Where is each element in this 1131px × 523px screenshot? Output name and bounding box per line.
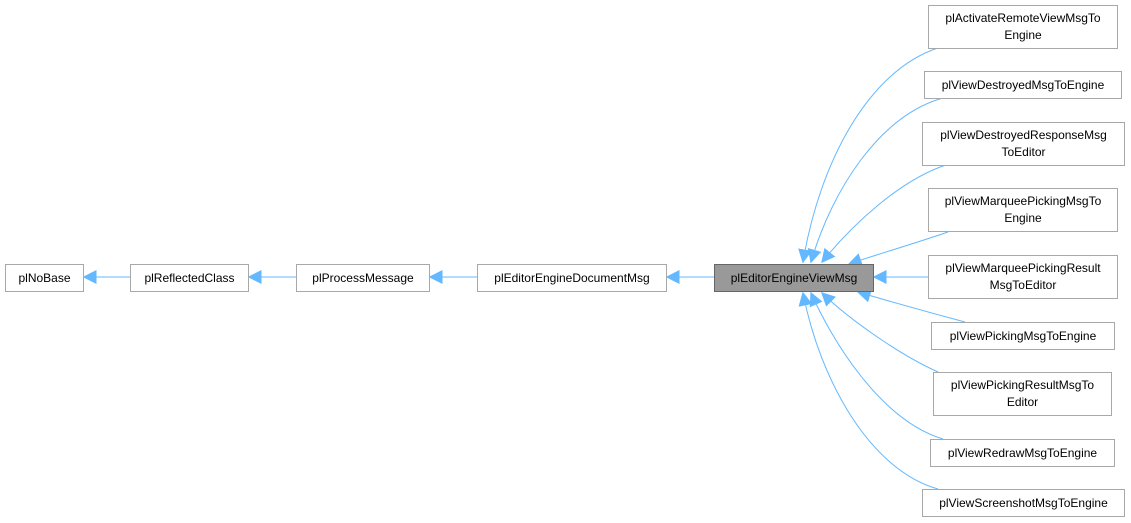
class-node-child-9[interactable]: plViewScreenshotMsgToEngine: [922, 489, 1125, 517]
class-label: plViewRedrawMsgToEngine: [947, 445, 1098, 460]
class-label-line2: MsgToEditor: [989, 278, 1057, 292]
class-label: plEditorEngineViewMsg: [730, 270, 858, 285]
class-label: plViewDestroyedMsgToEngine: [941, 77, 1105, 92]
class-node-plnobase[interactable]: plNoBase: [5, 264, 84, 292]
class-label: plViewScreenshotMsgToEngine: [939, 495, 1108, 510]
class-node-plprocessmessage[interactable]: plProcessMessage: [296, 264, 430, 292]
class-label: plViewPickingResultMsgTo: [950, 378, 1095, 392]
class-label-line2: ToEditor: [1001, 145, 1046, 159]
class-label: plProcessMessage: [312, 270, 414, 285]
class-label: plViewMarqueePickingMsgTo: [944, 194, 1102, 208]
class-node-plreflectedclass[interactable]: plReflectedClass: [130, 264, 249, 292]
class-label-line2: Editor: [1006, 395, 1039, 409]
edge-child-8: [809, 291, 944, 440]
class-label: plViewPickingMsgToEngine: [949, 328, 1097, 343]
class-label: plViewMarqueePickingResult: [945, 261, 1101, 275]
class-label: plActivateRemoteViewMsgTo: [945, 11, 1101, 25]
edge-child-3: [821, 164, 947, 264]
edge-child-1: [798, 47, 939, 264]
class-label-line2: Engine: [1004, 28, 1042, 42]
edge-child-6: [856, 288, 966, 323]
class-node-child-8[interactable]: plViewRedrawMsgToEngine: [930, 439, 1115, 467]
class-node-child-2[interactable]: plViewDestroyedMsgToEngine: [924, 71, 1122, 99]
class-node-child-6[interactable]: plViewPickingMsgToEngine: [931, 322, 1115, 350]
class-label: plNoBase: [18, 270, 71, 285]
edge-child-4: [847, 231, 949, 267]
class-label: plViewDestroyedResponseMsg: [940, 128, 1107, 142]
class-label-line2: Engine: [1004, 211, 1042, 225]
class-label: plReflectedClass: [144, 270, 235, 285]
class-node-pleditorenginedocumentmsg[interactable]: plEditorEngineDocumentMsg: [477, 264, 667, 292]
class-node-current-pleditorengineviewmsg: plEditorEngineViewMsg: [714, 264, 874, 292]
edge-child-9: [798, 291, 939, 490]
class-label: plEditorEngineDocumentMsg: [494, 270, 650, 285]
edge-child-2: [807, 97, 944, 264]
edge-child-7: [820, 292, 939, 373]
